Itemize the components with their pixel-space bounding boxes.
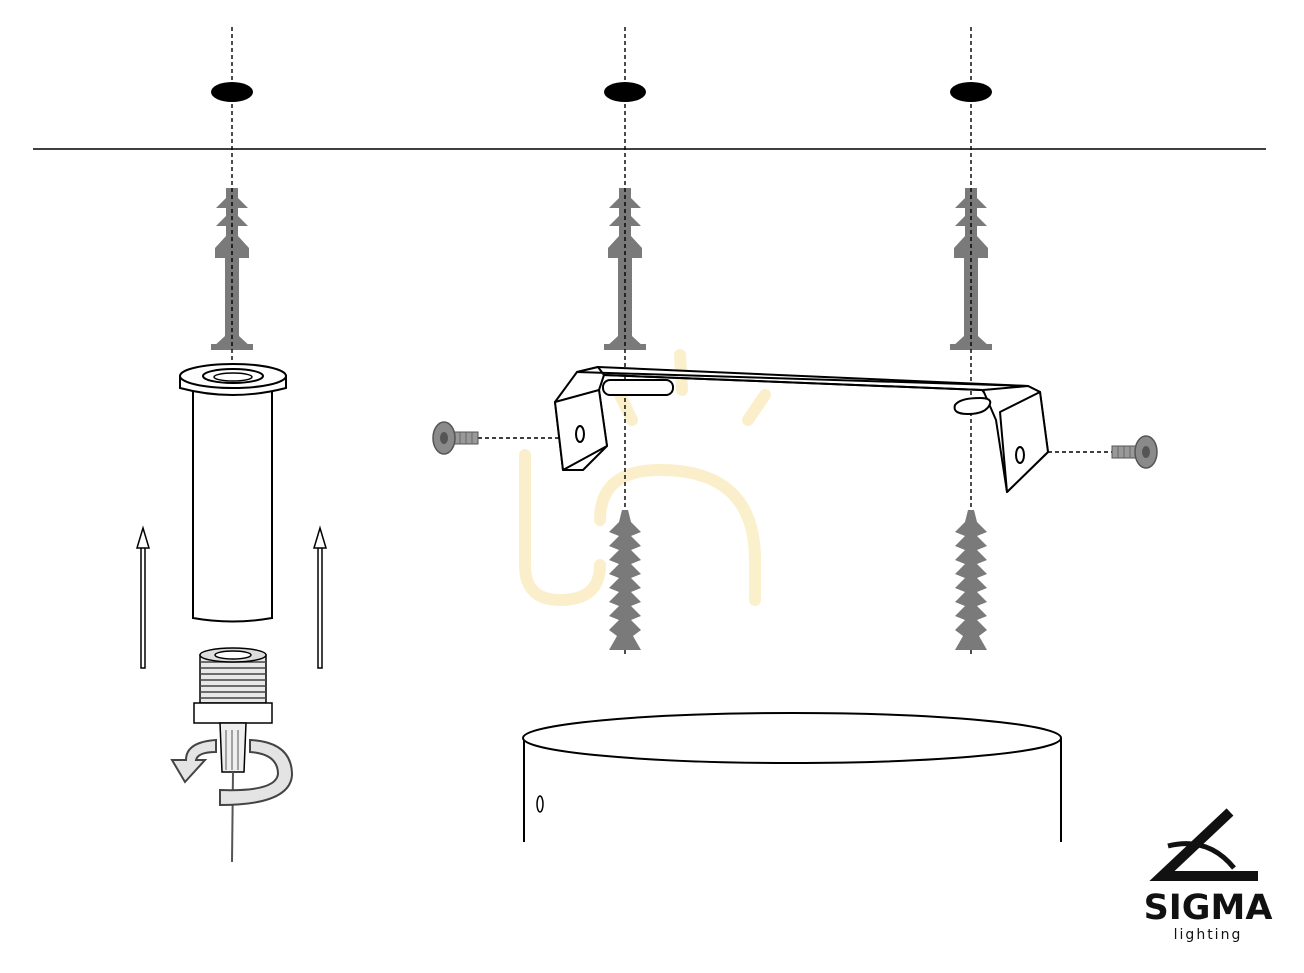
machine-screw-icon [1111,435,1158,469]
cable-fitting [193,647,273,863]
spacer-tube [179,363,287,623]
brand-subtitle: lighting [1173,927,1243,943]
rotation-arrow-icon [170,738,294,807]
machine-screw-icon [432,421,479,455]
sigma-logo-icon [1149,808,1258,881]
up-arrow-right [312,525,328,669]
luminaire-body [522,712,1062,842]
bracket-icon [554,366,1049,493]
brand-name: SIGMA [1143,888,1273,928]
up-arrow-left [135,525,151,669]
watermark-logo [519,349,771,607]
wood-screw-icon [609,510,641,650]
wood-screw-icon [955,510,987,650]
